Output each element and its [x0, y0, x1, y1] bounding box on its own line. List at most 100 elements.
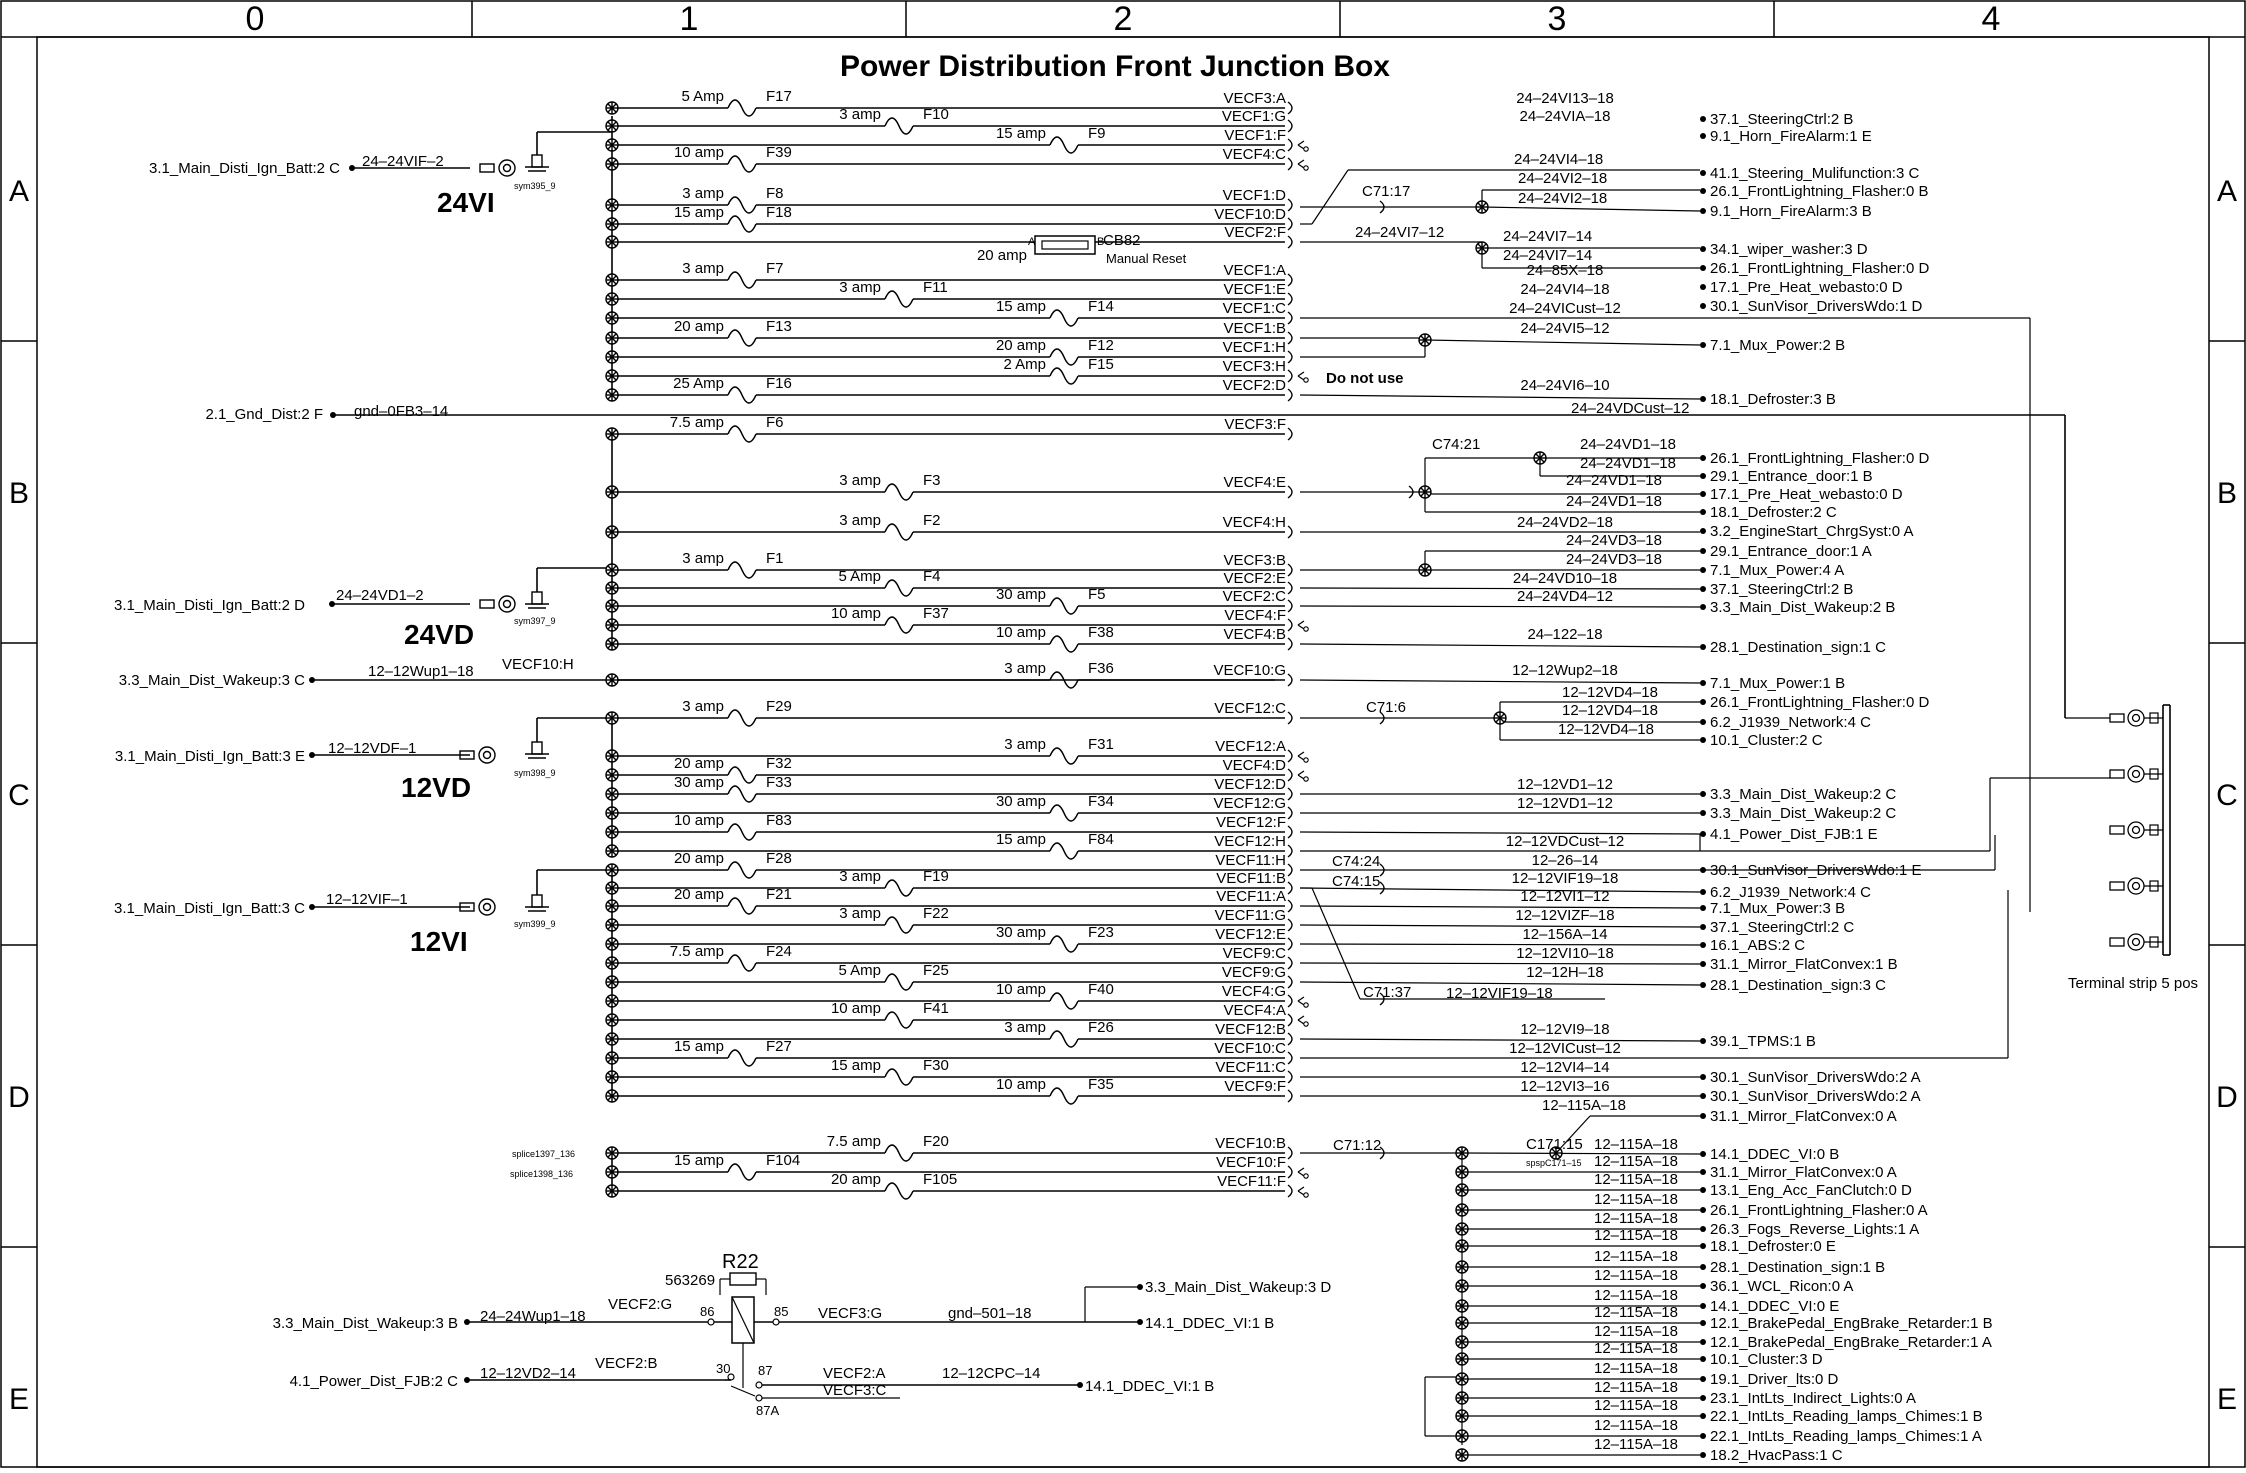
connector-label: VECF10:B [1215, 1135, 1286, 1152]
wire-label: 12–12VI3–16 [1520, 1078, 1609, 1095]
fuse-amp-label: 3 amp [682, 698, 724, 715]
splice-label: splice1398_136 [510, 1169, 573, 1179]
row-header: E [2217, 1383, 2237, 1416]
wire-label: 12–115A–18 [1594, 1436, 1678, 1453]
splice-icon [605, 825, 619, 839]
splice-icon [1418, 333, 1432, 347]
row-header: A [2217, 175, 2237, 208]
connector-icon [1287, 975, 1293, 989]
row-header: C [2216, 779, 2238, 812]
fuse-id-label: F1 [766, 550, 784, 567]
wire-label: 24–24VI4–18 [1514, 151, 1603, 168]
wire-label: 12–12CPC–14 [942, 1365, 1040, 1382]
splice-icon [605, 599, 619, 613]
relay-pin: 87 [758, 1363, 772, 1378]
fuse-id-label: F20 [923, 1133, 949, 1150]
connector-label: VECF3:H [1223, 358, 1286, 375]
dest-row: 37.1_SteeringCtrl:2 B [1700, 111, 1853, 128]
splice-icon [1455, 1279, 1469, 1293]
fuse-amp-label: 15 amp [996, 125, 1046, 142]
fuse-id-label: F5 [1088, 586, 1106, 603]
connector-icon [1379, 1146, 1385, 1160]
connector-label: VECF1:D [1223, 187, 1287, 204]
fuse-icon [884, 1144, 914, 1162]
wire-label: 12–12VD1–12 [1517, 776, 1613, 793]
splice-icon [605, 485, 619, 499]
splice-icon [605, 1089, 619, 1103]
connector-label: VECF4:G [1222, 983, 1286, 1000]
wire-label: 24–24VD10–18 [1513, 570, 1617, 587]
splice-icon [605, 768, 619, 782]
fuse-icon [727, 329, 757, 347]
splice-icon [605, 899, 619, 913]
dest-label: 17.1_Pre_Heat_webasto:0 D [1710, 279, 1903, 296]
fuse-id-label: F8 [766, 185, 784, 202]
connector-icon [1287, 881, 1293, 895]
connector-icon [1287, 599, 1293, 613]
connector-label: VECF2:A [823, 1365, 886, 1382]
connector-label: VECF2:F [1224, 224, 1286, 241]
dest-label: 30.1_SunVisor_DriversWdo:1 E [1710, 862, 1922, 879]
splice-icon [1549, 1146, 1563, 1160]
wire-label: 12–115A–18 [1594, 1340, 1678, 1357]
dest-label: 37.1_SteeringCtrl:2 C [1710, 919, 1854, 936]
dest-row: 26.1_FrontLightning_Flasher:0 A [1700, 1202, 1928, 1219]
connector-label: VECF4:H [1223, 514, 1286, 531]
fuse-icon [727, 561, 757, 579]
fuse-id-label: F7 [766, 260, 784, 277]
connector-icon [1287, 119, 1293, 133]
fuse-id-label: F13 [766, 318, 792, 335]
fuse-id-label: F4 [923, 568, 941, 585]
connector-icon [1287, 1051, 1293, 1065]
cb-a-label: A [1028, 236, 1036, 248]
connector-label: VECF12:C [1214, 700, 1286, 717]
sym-label: sym398_9 [514, 768, 556, 778]
row-header: E [9, 1383, 29, 1416]
wire-label: 24–24VI7–12 [1355, 224, 1444, 241]
fuse-amp-label: 3 amp [839, 512, 881, 529]
stud-icon [525, 741, 549, 759]
connector-icon [1379, 992, 1385, 1006]
connector-icon [1287, 273, 1293, 287]
wire-label: 24–24VD3–18 [1566, 532, 1662, 549]
dest-row: 6.2_J1939_Network:4 C [1700, 714, 1871, 731]
fuse-icon [727, 709, 757, 727]
connector-label: VECF10:H [502, 656, 574, 673]
wire-label: 12–115A–18 [1594, 1417, 1678, 1434]
fuse-amp-label: 10 amp [831, 605, 881, 622]
dest-label: 7.1_Mux_Power:1 B [1710, 675, 1845, 692]
fuse-amp-label: 10 amp [674, 812, 724, 829]
destination-labels: 37.1_SteeringCtrl:2 B9.1_Horn_FireAlarm:… [1700, 111, 1993, 1464]
fuse-id-label: F9 [1088, 125, 1106, 142]
dest-label: 37.1_SteeringCtrl:2 B [1710, 111, 1853, 128]
splice-icon [605, 844, 619, 858]
fuse-icon [727, 823, 757, 841]
dest-row: 10.1_Cluster:3 D [1700, 1351, 1823, 1368]
dest-row: 28.1_Destination_sign:1 B [1700, 1259, 1885, 1276]
splice-icon [1455, 1260, 1469, 1274]
wire-label: gnd–0FB3–14 [354, 403, 448, 420]
connector-label: VECF10:F [1216, 1154, 1286, 1171]
dest-row: 16.1_ABS:2 C [1700, 937, 1805, 954]
splice-icon [1455, 1372, 1469, 1386]
dest-label: 3.3_Main_Dist_Wakeup:3 D [1145, 1279, 1331, 1296]
connector-label: VECF11:B [1216, 870, 1286, 887]
fuse-icon [1049, 136, 1079, 154]
dest-row: 13.1_Eng_Acc_FanClutch:0 D [1700, 1182, 1912, 1199]
fuse-amp-label: 30 amp [996, 924, 1046, 941]
dest-row: 30.1_SunVisor_DriversWdo:2 A [1700, 1088, 1921, 1105]
dest-label: 26.1_FrontLightning_Flasher:0 D [1710, 260, 1929, 277]
connector-icon [1287, 863, 1293, 877]
wire-label: 12–115A–18 [1594, 1227, 1678, 1244]
connector-label: VECF4:D [1223, 757, 1287, 774]
wire-label: 24–24VI2–18 [1518, 170, 1607, 187]
connector-label: VECF12:H [1214, 833, 1286, 850]
ladder-row: 12–115A–18 [1455, 1323, 1700, 1349]
connector-label: VECF3:A [1223, 90, 1286, 107]
dest-row: 31.1_Mirror_FlatConvex:0 A [1700, 1164, 1897, 1181]
